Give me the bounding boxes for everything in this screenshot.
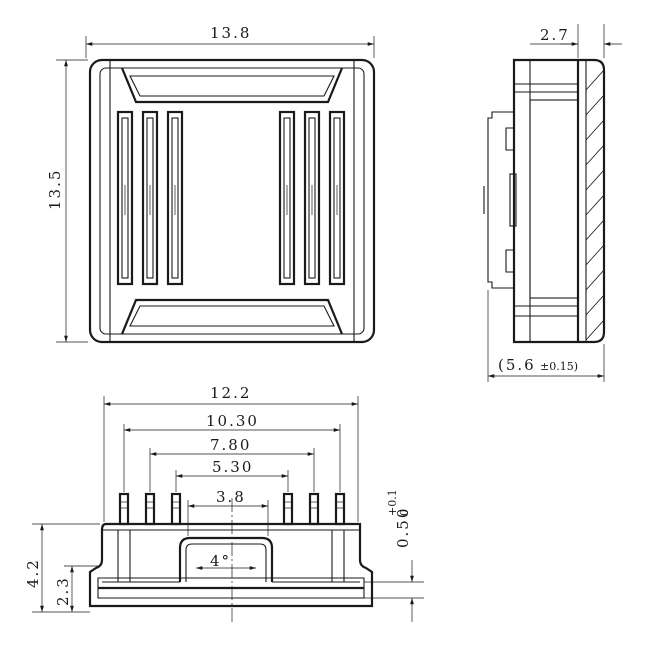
height-base-label: 2.3 [54, 576, 72, 606]
side-view-outline [512, 58, 606, 344]
height-total-label: 4.2 [24, 558, 42, 588]
pitch-outer-label: 10.30 [206, 412, 259, 430]
top-bevel [120, 67, 344, 104]
thickness-dimension-label: 2.7 [540, 26, 570, 44]
pitch-inner-label: 5.30 [212, 458, 253, 476]
top-view-outline [88, 58, 376, 344]
height-dimension-label: 13.5 [46, 169, 64, 210]
depth-tolerance-label: ±0.15) [540, 360, 578, 373]
width-dimension-label: 13.8 [210, 24, 251, 42]
side-leads [487, 111, 514, 289]
pitch-mid-label: 7.80 [210, 436, 251, 454]
lead-tolerance-lower-label: 0 [398, 509, 411, 516]
front-channel [178, 536, 274, 582]
overall-width-label: 12.2 [210, 384, 251, 402]
angle-label: 4° [210, 552, 231, 570]
side-hatch [586, 70, 603, 340]
left-vent-slots [116, 110, 184, 286]
front-view-outline [88, 522, 374, 608]
center-width-label: 3.8 [216, 488, 246, 506]
side-view: 2.7 (5.6 ±0.15) [483, 24, 622, 382]
front-pins [118, 492, 346, 526]
bottom-bevel [120, 298, 344, 335]
right-vent-slots [278, 110, 346, 286]
top-view-inner-outline [99, 67, 365, 335]
depth-dimension-label: (5.6 [498, 356, 536, 374]
lead-thickness-label: 0.50 [394, 507, 412, 548]
front-view: 12.2 10.30 7.80 5.30 3.8 4° 4.2 2.3 [24, 384, 424, 622]
lead-tolerance-upper-label: +0.1 [386, 489, 399, 516]
top-view: 13.8 13.5 [46, 24, 376, 344]
